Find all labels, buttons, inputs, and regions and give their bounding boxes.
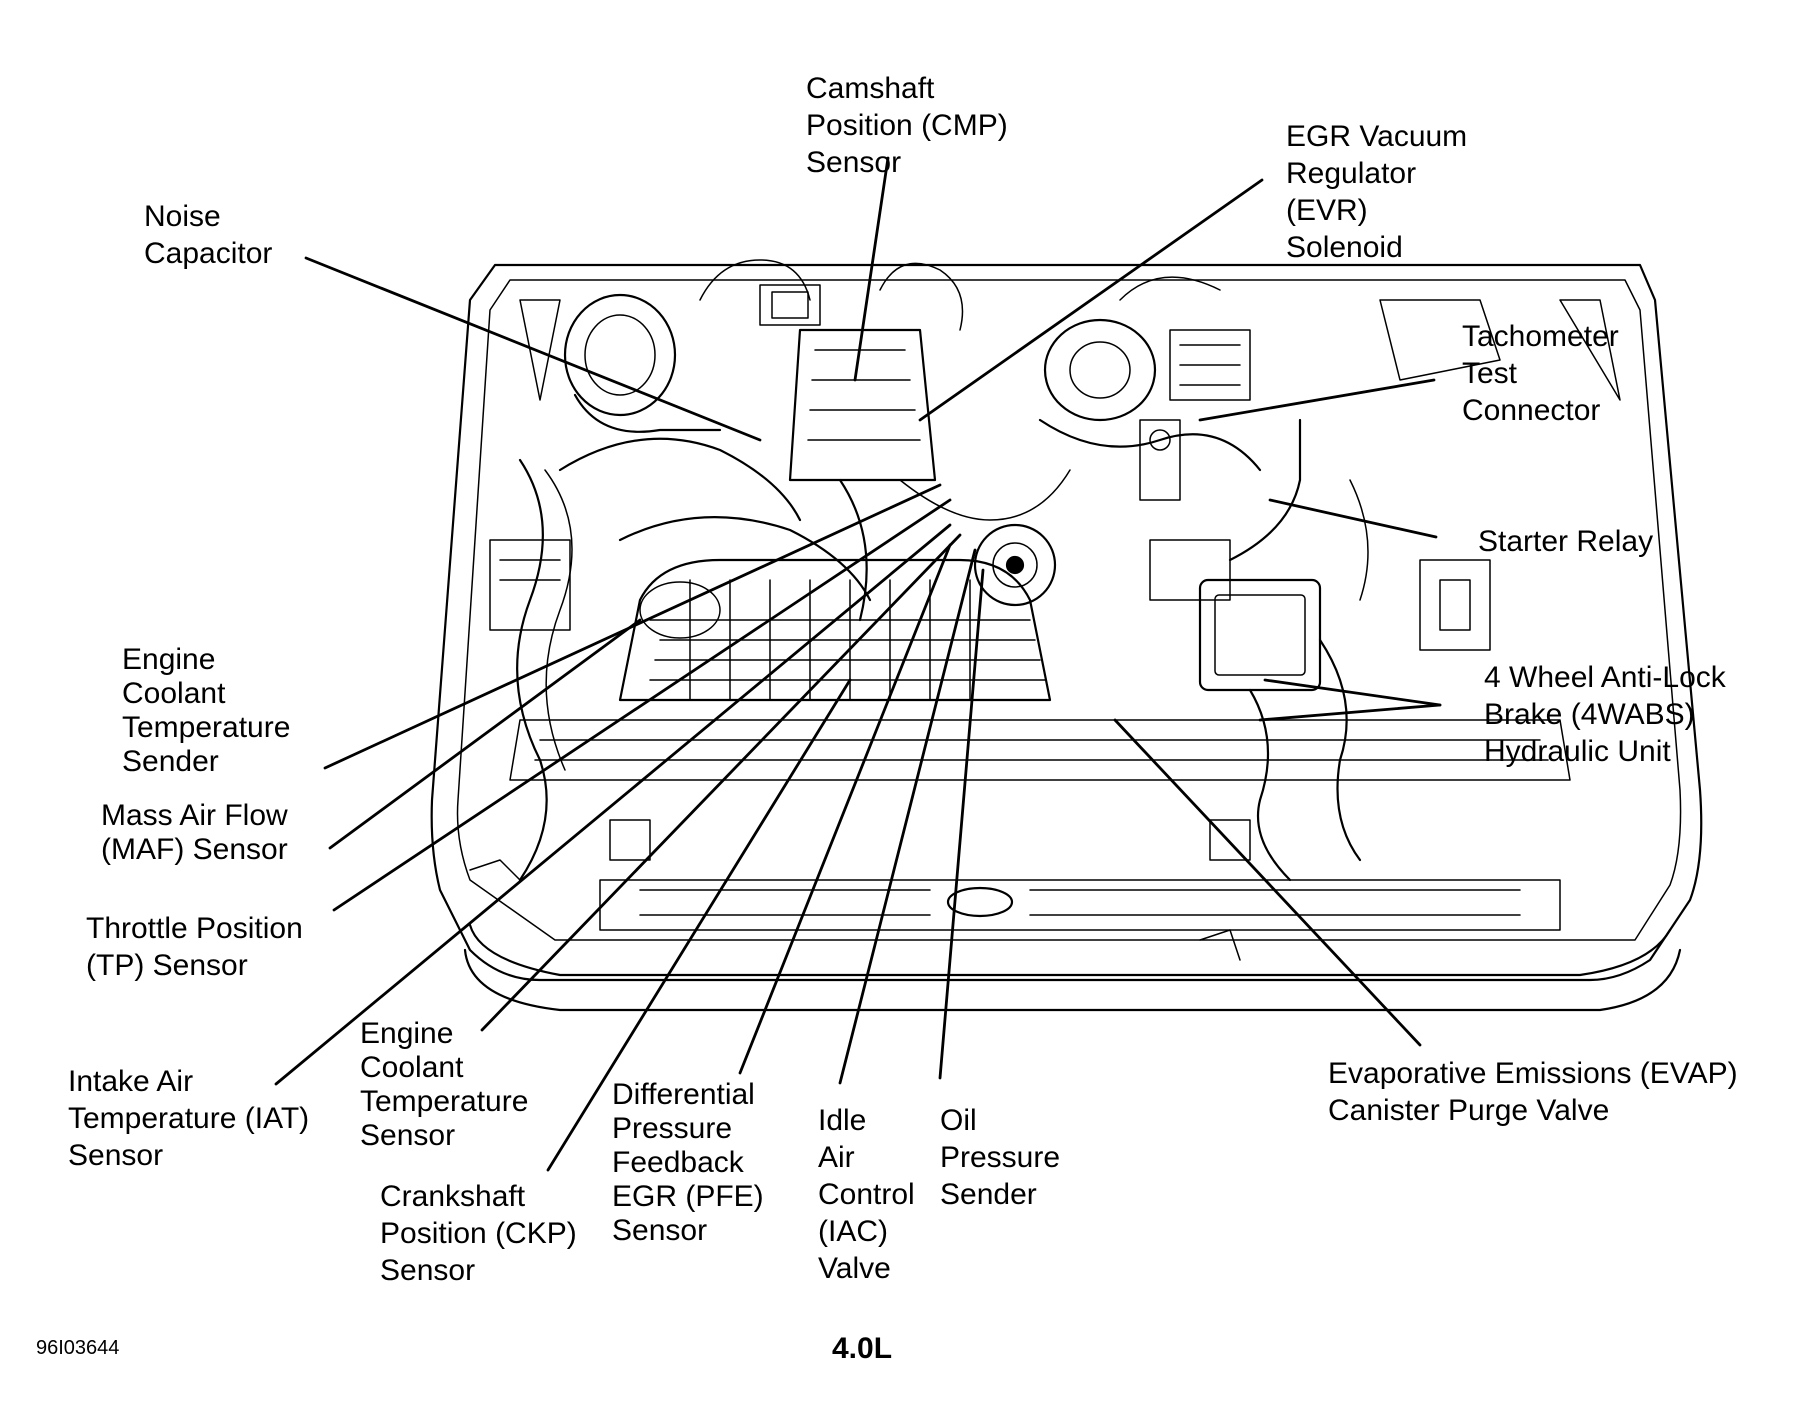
label-oil-pressure-sender: Oil Pressure Sender (940, 1102, 1060, 1213)
label-line: Sensor (612, 1214, 708, 1247)
label-line: 4 Wheel Anti-Lock (1484, 661, 1726, 694)
label-line: Test (1462, 357, 1518, 390)
label-engine-coolant-temp-sensor: Engine Coolant Temperature Sensor (360, 1017, 528, 1153)
leader-4wabs-a (1263, 678, 1442, 707)
label-starter-relay: Starter Relay (1478, 523, 1653, 560)
label-iat-sensor: Intake Air Temperature (IAT) Sensor (68, 1063, 309, 1174)
label-line: Sender (940, 1178, 1037, 1211)
label-line: Throttle Position (86, 912, 303, 945)
label-line: Sender (122, 745, 219, 778)
label-evap-purge-valve: Evaporative Emissions (EVAP) Canister Pu… (1328, 1055, 1738, 1129)
label-line: Noise (144, 200, 221, 233)
label-line: Valve (818, 1252, 891, 1285)
label-ckp-sensor: Crankshaft Position (CKP) Sensor (380, 1178, 577, 1289)
leader-iac-valve (838, 548, 977, 1085)
label-tp-sensor: Throttle Position (TP) Sensor (86, 910, 303, 984)
leader-oil-pressure-sender (938, 568, 985, 1080)
label-line: (MAF) Sensor (101, 833, 288, 866)
label-line: Coolant (360, 1051, 464, 1084)
label-line: Hydraulic Unit (1484, 735, 1671, 768)
label-line: Temperature (360, 1085, 529, 1118)
label-line: Camshaft (806, 72, 935, 105)
label-line: EGR (PFE) (612, 1180, 764, 1213)
label-line: Starter Relay (1478, 525, 1654, 558)
label-4wabs-hydraulic-unit: 4 Wheel Anti-Lock Brake (4WABS) Hydrauli… (1484, 659, 1726, 770)
label-line: Evaporative Emissions (EVAP) (1328, 1057, 1738, 1090)
label-line: Position (CMP) (806, 109, 1008, 142)
label-camshaft-sensor: Camshaft Position (CMP) Sensor (806, 70, 1008, 181)
label-line: Tachometer (1462, 320, 1619, 353)
leader-tp-sensor (332, 498, 952, 912)
label-line: Connector (1462, 394, 1601, 427)
label-line: (IAC) (818, 1215, 888, 1248)
leader-pfe-sensor (738, 543, 952, 1075)
leader-evap-purge-valve (1113, 718, 1422, 1047)
label-iac-valve: Idle Air Control (IAC) Valve (818, 1102, 915, 1287)
label-pfe-sensor: Differential Pressure Feedback EGR (PFE)… (612, 1078, 764, 1248)
label-line: Brake (4WABS) (1484, 698, 1695, 731)
label-line: Regulator (1286, 157, 1417, 190)
label-engine-coolant-temp-sender: Engine Coolant Temperature Sender (122, 643, 290, 779)
label-line: Engine (122, 643, 216, 676)
leader-iat-sensor (274, 523, 952, 1086)
label-line: Control (818, 1178, 915, 1211)
label-line: Temperature (122, 711, 291, 744)
label-line: Solenoid (1286, 231, 1403, 264)
leader-4wabs-b (1258, 703, 1442, 722)
label-line: Coolant (122, 677, 226, 710)
label-line: Engine (360, 1017, 454, 1050)
leader-egr-vacuum-regulator (918, 178, 1264, 422)
label-line: Mass Air Flow (101, 799, 288, 832)
engine-size-label: 4.0L (832, 1332, 893, 1365)
label-line: (TP) Sensor (86, 949, 248, 982)
leader-noise-capacitor (304, 256, 762, 442)
leader-maf-sensor (328, 618, 642, 850)
label-line: Canister Purge Valve (1328, 1094, 1610, 1127)
label-line: Pressure (612, 1112, 733, 1145)
label-line: EGR Vacuum (1286, 120, 1468, 153)
label-line: Position (CKP) (380, 1217, 577, 1250)
label-line: Pressure (940, 1141, 1061, 1174)
label-line: Crankshaft (380, 1180, 526, 1213)
label-line: Temperature (IAT) (68, 1102, 310, 1135)
leader-ckp-sensor (546, 678, 852, 1172)
leader-camshaft-sensor (853, 156, 890, 382)
label-line: Idle (818, 1104, 867, 1137)
label-line: Air (818, 1141, 855, 1174)
label-maf-sensor: Mass Air Flow (MAF) Sensor (101, 799, 288, 867)
label-line: Capacitor (144, 237, 273, 270)
label-line: Feedback (612, 1146, 744, 1179)
label-line: Sensor (360, 1119, 456, 1152)
label-line: Differential (612, 1078, 755, 1111)
label-line: Sensor (806, 146, 902, 179)
leader-tachometer-test-connector (1198, 378, 1436, 422)
label-line: (EVR) (1286, 194, 1368, 227)
leader-engine-coolant-temp-sensor (480, 533, 962, 1032)
figure-code: 96I03644 (36, 1337, 120, 1359)
label-line: Intake Air (68, 1065, 194, 1098)
label-egr-vacuum-regulator: EGR Vacuum Regulator (EVR) Solenoid (1286, 118, 1467, 266)
label-tachometer-test-connector: Tachometer Test Connector (1462, 318, 1619, 429)
label-line: Oil (940, 1104, 977, 1137)
label-noise-capacitor: Noise Capacitor (144, 198, 272, 272)
label-line: Sensor (380, 1254, 476, 1287)
leader-starter-relay (1268, 498, 1438, 539)
label-line: Sensor (68, 1139, 164, 1172)
